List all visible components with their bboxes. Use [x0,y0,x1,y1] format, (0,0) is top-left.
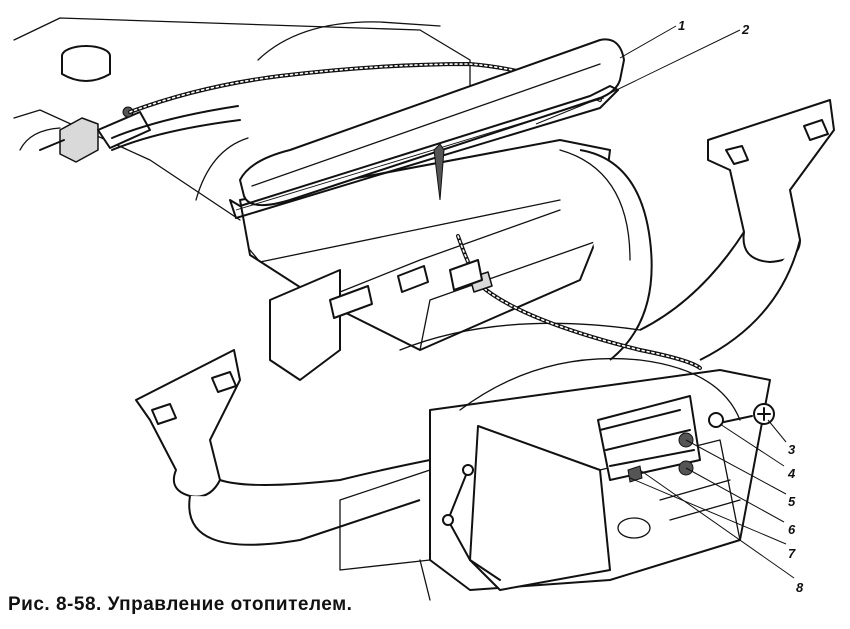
air-intake-grille [239,38,625,207]
leader-lines [535,25,795,579]
flap-linkage [442,464,501,581]
callout-1: 1 [678,18,685,33]
callout-7: 7 [788,546,796,561]
screw [723,403,775,425]
callout-numbers: 1 2 3 4 5 6 7 8 [678,18,804,595]
callout-8: 8 [796,580,804,595]
callout-4: 4 [787,466,796,481]
heater-valve [39,105,241,163]
figure-caption: Рис. 8-58. Управление отопителем. [8,594,353,615]
control-lever-assembly [597,395,724,483]
intake-seal [229,85,619,219]
callout-5: 5 [788,494,796,509]
reservoir-cap [61,45,111,82]
callout-2: 2 [741,22,750,37]
body-panel [13,17,471,221]
callout-3: 3 [788,442,796,457]
center-vents [329,259,483,319]
heater-housing [239,139,653,381]
callout-6: 6 [788,522,796,537]
left-air-duct [135,349,431,546]
right-air-duct [639,99,835,361]
